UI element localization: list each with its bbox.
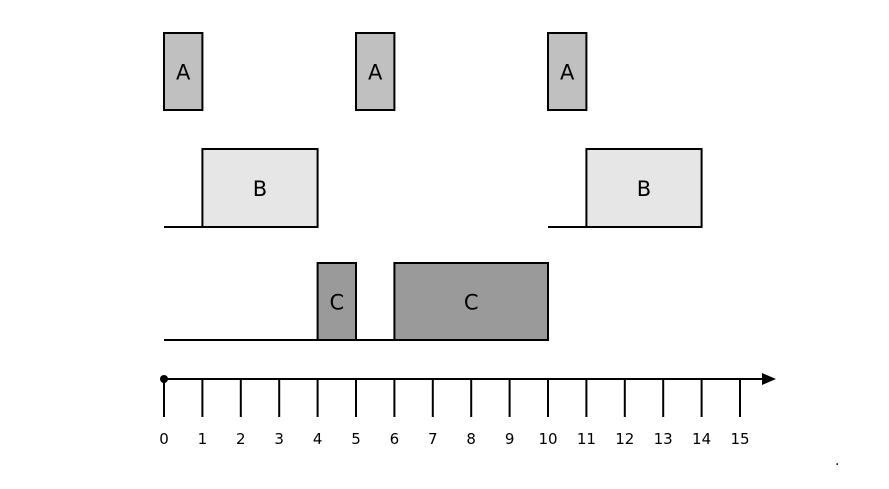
task-block [547,32,588,111]
task-block-label: C [464,291,479,315]
axis-tick-label: 4 [313,430,323,448]
axis-tick-label: 3 [274,430,284,448]
task-block-label: B [253,177,267,201]
axis-arrowhead [762,373,776,385]
task-block-label: A [176,61,191,85]
task-block-label: A [560,61,575,85]
axis-tick-label: 7 [428,430,438,448]
footnote-dot: . [835,453,839,469]
task-block [585,148,703,228]
axis-tick-label: 12 [615,430,634,448]
task-block-label: C [329,291,344,315]
axis-tick-label: 1 [198,430,208,448]
task-block-label: B [637,177,651,201]
task-block-label: A [368,61,383,85]
axis-tick-label: 0 [159,430,169,448]
axis-tick-label: 8 [466,430,476,448]
axis-tick-label: 2 [236,430,246,448]
axis-tick-label: 13 [654,430,673,448]
axis-tick-label: 9 [505,430,515,448]
axis-tick-label: 10 [538,430,557,448]
task-block [393,262,549,341]
axis-tick-label: 5 [351,430,361,448]
axis-tick-label: 11 [577,430,596,448]
axis-tick-label: 6 [390,430,400,448]
task-block [355,32,396,111]
task-block [316,262,358,341]
task-block [163,32,204,111]
axis-tick-label: 15 [730,430,749,448]
task-block [201,148,319,228]
axis-tick-label: 14 [692,430,711,448]
